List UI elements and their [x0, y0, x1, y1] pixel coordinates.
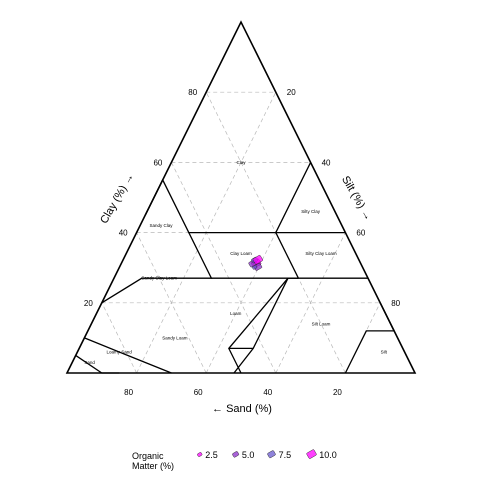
data-point — [252, 255, 263, 265]
legend: Organic Matter (%) 2.5 5.0 7.5 10.0 — [132, 449, 337, 471]
legend-items: 2.5 5.0 7.5 10.0 — [197, 449, 337, 460]
data-points — [248, 255, 263, 271]
class-boundary — [228, 277, 299, 374]
class-boundary — [84, 337, 172, 374]
sand-tick-label: 80 — [124, 388, 133, 397]
region-label-silt-loam: Silt Loam — [312, 321, 331, 326]
grid-line — [345, 302, 381, 374]
silt-tick-label: 60 — [356, 229, 365, 238]
silt-axis-title: Silt (%) → — [339, 174, 374, 223]
region-label-sandy-loam: Sandy Loam — [162, 335, 188, 340]
region-label-clay: Clay — [236, 160, 246, 165]
sand-axis-title: ← Sand (%) — [212, 403, 272, 415]
region-label-silty-clay-loam: Silty Clay Loam — [305, 251, 337, 256]
class-boundary — [233, 277, 289, 374]
silt-tick-label: 40 — [322, 158, 331, 167]
axis-tick-labels: 20 40 60 80 20 40 60 80 80 60 40 20 — [84, 88, 401, 397]
class-boundary — [101, 232, 213, 304]
region-label-silty-clay: Silty Clay — [301, 209, 321, 214]
legend-label: 7.5 — [279, 450, 292, 460]
region-label-silt: Silt — [381, 349, 388, 354]
clay-tick-label: 60 — [153, 158, 162, 167]
region-label-loamy-sand: Loamy Sand — [107, 349, 133, 354]
legend-title-line1: Organic — [132, 451, 164, 461]
sand-tick-label: 40 — [263, 388, 272, 397]
region-label-sandy-clay: Sandy Clay — [149, 223, 173, 228]
silt-tick-label: 20 — [287, 88, 296, 97]
legend-label: 10.0 — [319, 450, 337, 460]
region-label-sandy-clay-loam: Sandy Clay Loam — [141, 276, 177, 281]
sand-tick-label: 60 — [194, 388, 203, 397]
clay-tick-label: 20 — [84, 299, 93, 308]
class-boundary — [275, 232, 299, 279]
clay-tick-label: 80 — [188, 88, 197, 97]
legend-label: 5.0 — [242, 450, 255, 460]
region-label-sand: Sand — [84, 360, 95, 365]
legend-swatch — [306, 449, 317, 459]
data-point — [252, 264, 258, 270]
sand-tick-label: 20 — [333, 388, 342, 397]
region-label-loam: Loam — [230, 311, 242, 316]
legend-swatch — [267, 450, 276, 459]
class-boundary — [144, 162, 312, 234]
grid-line — [275, 232, 346, 374]
class-boundary — [344, 330, 395, 374]
class-boundary — [75, 354, 120, 374]
legend-label: 2.5 — [205, 450, 218, 460]
legend-title-line2: Matter (%) — [132, 461, 174, 471]
silt-tick-label: 80 — [391, 299, 400, 308]
clay-axis-title: Clay (%) → — [98, 171, 137, 226]
legend-swatch — [197, 452, 203, 457]
legend-swatch — [232, 451, 240, 458]
clay-tick-label: 40 — [119, 229, 128, 238]
grid-line — [101, 302, 137, 374]
region-label-clay-loam: Clay Loam — [230, 251, 252, 256]
grid-line — [136, 232, 207, 374]
triangle-outline — [65, 20, 417, 374]
